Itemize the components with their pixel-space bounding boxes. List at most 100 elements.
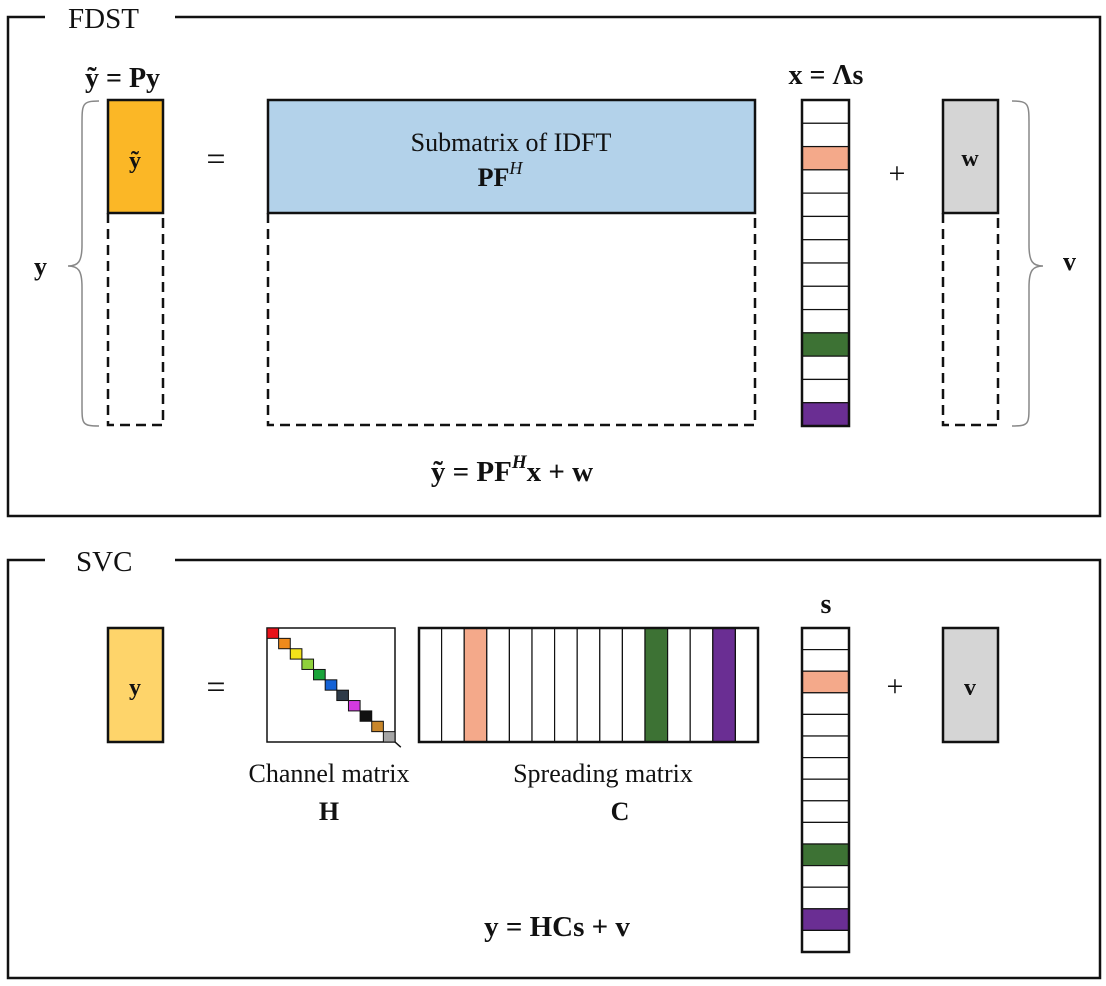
x-vector-entry xyxy=(801,262,850,287)
s-vector-entry xyxy=(801,713,850,737)
channel-matrix-diagonal xyxy=(266,627,402,748)
idft-full-matrix-dashed xyxy=(266,213,757,427)
fdst-plus-sign: + xyxy=(889,157,906,190)
channel-diagonal-entry xyxy=(324,679,338,691)
s-vector-entry xyxy=(801,929,850,953)
y-vector-dashed xyxy=(106,213,165,427)
spreading-matrix-outline xyxy=(417,626,760,744)
channel-diagonal-entry xyxy=(347,700,361,712)
v-brace-label: v xyxy=(1063,247,1076,276)
w-vector-label: w xyxy=(961,146,979,172)
spreading-matrix-caption: Spreading matrix xyxy=(513,759,693,788)
x-vector-entry xyxy=(801,378,850,404)
channel-diagonal-entry xyxy=(359,710,373,722)
x-vector-entry xyxy=(801,239,850,264)
s-vector-entry xyxy=(801,648,850,672)
channel-diagonal-entry xyxy=(382,731,396,743)
s-vector-entry xyxy=(801,843,850,867)
s-vector-entry xyxy=(801,735,850,759)
fdst-panel: FDST ỹ = Py y ỹ = Submatrix of IDFT PFH … xyxy=(6,3,1102,518)
s-vector-entry xyxy=(801,670,850,694)
s-vector-entry xyxy=(801,864,850,888)
svc-panel: SVC y = Channel matrix H Spreading matri… xyxy=(6,546,1102,980)
y-vector-label: y xyxy=(129,675,141,701)
x-vector-entry xyxy=(801,332,850,357)
svc-plus-sign: + xyxy=(887,670,904,703)
ytilde-equation: ỹ = Py xyxy=(85,63,160,94)
x-vector xyxy=(800,98,851,428)
fdst-frame xyxy=(6,15,1102,518)
x-vector-entry xyxy=(801,355,850,381)
channel-diagonal-entry xyxy=(301,658,315,670)
v-vector xyxy=(941,626,1000,744)
spreading-matrix-column xyxy=(599,627,623,743)
svc-equals-sign: = xyxy=(206,669,225,706)
channel-matrix-symbol: H xyxy=(319,797,339,826)
svc-title: SVC xyxy=(76,546,132,578)
spreading-matrix-column xyxy=(576,627,601,743)
svc-equation: y = HCs + v xyxy=(484,911,630,943)
channel-matrix-caption: Channel matrix xyxy=(248,759,409,788)
fdst-equals-sign: = xyxy=(206,141,225,178)
idft-caption: Submatrix of IDFT xyxy=(411,128,612,157)
channel-diagonal-entry xyxy=(278,637,291,650)
spreading-matrix xyxy=(417,626,760,744)
channel-diagonal-entry xyxy=(266,627,280,639)
x-vector-entry xyxy=(801,285,850,311)
svc-frame xyxy=(6,558,1102,980)
x-vector-outline xyxy=(800,98,851,428)
idft-symbol: PFH xyxy=(478,158,524,192)
spreading-matrix-column xyxy=(531,627,556,743)
spreading-matrix-column xyxy=(666,627,691,743)
spreading-matrix-column xyxy=(508,627,533,743)
x-vector-entry xyxy=(801,308,850,334)
channel-diagonal-entry xyxy=(313,668,326,681)
spreading-matrix-column xyxy=(441,627,465,743)
ytilde-vector xyxy=(106,98,165,215)
y-brace xyxy=(67,100,100,427)
spreading-matrix-column xyxy=(689,627,714,743)
spreading-matrix-column xyxy=(463,627,488,743)
channel-diagonal-entry xyxy=(289,648,303,660)
channel-diagonal-entry xyxy=(336,689,349,702)
spreading-matrix-column xyxy=(621,627,646,743)
s-vector-outline xyxy=(800,626,851,954)
spreading-matrix-column xyxy=(734,627,759,743)
idft-submatrix xyxy=(266,98,757,215)
s-vector-entry xyxy=(801,627,850,651)
x-vector-entry xyxy=(801,402,850,427)
v-vector-dashed xyxy=(941,213,1000,427)
w-vector xyxy=(941,98,1000,215)
y-vector xyxy=(106,626,165,744)
channel-diagonal-entry xyxy=(371,720,384,733)
y-brace-label: y xyxy=(34,252,47,281)
s-vector-entry xyxy=(801,692,850,715)
x-vector-entry xyxy=(801,145,850,171)
s-vector-entry xyxy=(801,821,850,845)
spreading-matrix-column xyxy=(644,627,669,743)
x-vector-entry xyxy=(801,99,850,124)
spreading-matrix-column xyxy=(553,627,578,743)
x-vector-entry xyxy=(801,169,850,194)
s-label: s xyxy=(821,589,832,620)
x-equation: x = Λs xyxy=(789,60,864,91)
v-vector-label: v xyxy=(964,675,976,701)
fdst-equation: ỹ = PFHx + w xyxy=(431,452,593,488)
s-vector-entry xyxy=(801,908,850,931)
x-vector-entry xyxy=(801,122,850,148)
x-vector-entry xyxy=(801,215,850,241)
s-vector-entry xyxy=(801,778,850,802)
ytilde-vector-label: ỹ xyxy=(129,148,141,174)
s-vector xyxy=(800,626,851,954)
s-vector-entry xyxy=(801,886,850,910)
spreading-matrix-column xyxy=(418,627,443,743)
v-brace xyxy=(1011,100,1044,427)
spreading-matrix-column xyxy=(712,627,736,743)
s-vector-entry xyxy=(801,800,850,823)
spreading-matrix-symbol: C xyxy=(611,797,630,826)
spreading-matrix-column xyxy=(486,627,510,743)
fdst-title: FDST xyxy=(68,3,139,35)
x-vector-entry xyxy=(801,192,850,218)
s-vector-entry xyxy=(801,756,850,780)
